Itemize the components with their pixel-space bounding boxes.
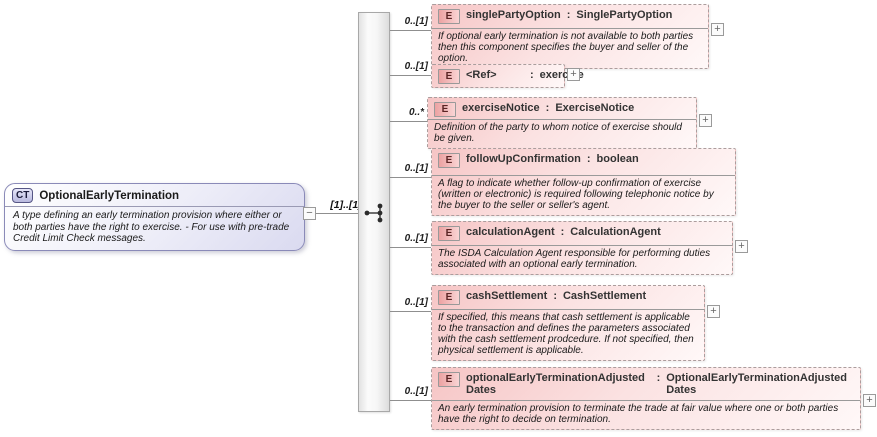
element-header: E calculationAgent : CalculationAgent — [432, 222, 732, 241]
element-box-optionalEarlyTerminationAdjustedDates[interactable]: E optionalEarlyTerminationAdjustedDates … — [431, 367, 861, 430]
element-box-singlePartyOption[interactable]: E singlePartyOption : SinglePartyOption … — [431, 4, 709, 69]
cardinality-label: 0..[1] — [404, 297, 428, 308]
element-icon: E — [434, 102, 456, 117]
cardinality-label: 0..[1] — [404, 16, 428, 27]
cardinality-label: 0..[1] — [404, 386, 428, 397]
colon: : — [656, 372, 661, 384]
element-header: E <Ref> : exercise — [432, 65, 584, 87]
element-name: followUpConfirmation — [466, 153, 581, 165]
cardinality-label: 0..* — [408, 107, 424, 118]
complex-type-header: CT OptionalEarlyTermination — [5, 184, 304, 206]
divider — [432, 245, 732, 246]
colon: : — [530, 69, 534, 81]
element-icon: E — [438, 153, 460, 168]
root-cardinality-label: [1]..[1] — [330, 199, 362, 211]
complex-type-description: A type defining an early termination pro… — [13, 210, 290, 244]
complex-type-title: OptionalEarlyTermination — [39, 189, 180, 202]
sequence-icon[interactable] — [361, 202, 388, 224]
cardinality-label: 0..[1] — [404, 233, 428, 244]
colon: : — [553, 290, 557, 302]
divider — [432, 309, 704, 310]
element-description: A flag to indicate whether follow-up con… — [438, 178, 714, 211]
connector-line — [390, 311, 431, 312]
cardinality-label: 0..[1] — [404, 163, 428, 174]
element-name: cashSettlement — [466, 290, 548, 302]
connector-line — [316, 213, 358, 214]
element-type: ExerciseNotice — [555, 102, 635, 114]
element-header: E exerciseNotice : ExerciseNotice — [428, 98, 696, 117]
element-icon: E — [438, 69, 460, 84]
element-description: If specified, this means that cash settl… — [438, 312, 694, 356]
element-icon: E — [438, 372, 460, 387]
connector-line — [390, 247, 431, 248]
colon: : — [545, 102, 550, 114]
element-icon: E — [438, 9, 460, 24]
element-header: E followUpConfirmation : boolean — [432, 149, 735, 168]
sequence-bar — [358, 12, 390, 412]
expand-icon[interactable]: + — [707, 305, 720, 318]
element-box-exercise-ref[interactable]: E <Ref> : exercise — [431, 64, 584, 88]
colon: : — [586, 153, 591, 165]
colon: : — [560, 226, 565, 238]
expand-icon[interactable]: + — [711, 23, 724, 36]
element-box-followUpConfirmation[interactable]: E followUpConfirmation : boolean A flag … — [431, 148, 736, 216]
divider — [432, 400, 860, 401]
element-name: optionalEarlyTerminationAdjustedDates — [466, 372, 645, 396]
element-box-calculationAgent[interactable]: E calculationAgent : CalculationAgent Th… — [431, 221, 733, 275]
element-type: CashSettlement — [562, 290, 647, 302]
connector-line — [390, 30, 431, 31]
element-header: E cashSettlement : CashSettlement — [432, 286, 704, 305]
element-name: singlePartyOption — [466, 9, 561, 21]
element-box-exerciseNotice[interactable]: E exerciseNotice : ExerciseNotice Defini… — [427, 97, 697, 149]
element-name: calculationAgent — [466, 226, 555, 238]
element-type: CalculationAgent — [570, 226, 661, 238]
element-type: OptionalEarlyTerminationAdjustedDates — [666, 372, 847, 396]
divider — [432, 175, 735, 176]
element-icon: E — [438, 226, 460, 241]
expand-icon[interactable]: + — [735, 240, 748, 253]
element-header: E optionalEarlyTerminationAdjustedDates … — [432, 368, 860, 396]
element-box-cashSettlement[interactable]: E cashSettlement : CashSettlement If spe… — [431, 285, 705, 361]
expand-icon[interactable]: + — [567, 68, 580, 81]
element-description: If optional early termination is not ava… — [438, 31, 694, 64]
divider — [428, 119, 696, 120]
connector-line — [390, 121, 427, 122]
element-name: <Ref> — [466, 69, 497, 81]
expand-icon[interactable]: + — [699, 114, 712, 127]
element-icon: E — [438, 290, 460, 305]
element-description: An early termination provision to termin… — [438, 403, 839, 425]
divider — [5, 206, 304, 207]
expand-icon[interactable]: + — [863, 394, 876, 407]
cardinality-label: 0..[1] — [404, 61, 428, 72]
element-type: boolean — [596, 153, 639, 165]
connector-line — [390, 75, 431, 76]
element-description: Definition of the party to whom notice o… — [434, 122, 682, 144]
element-description: The ISDA Calculation Agent responsible f… — [438, 248, 711, 270]
divider — [432, 28, 708, 29]
connector-line — [390, 177, 431, 178]
connector-line — [390, 400, 431, 401]
collapse-icon[interactable]: − — [303, 207, 316, 220]
element-name: exerciseNotice — [462, 102, 540, 114]
element-header: E singlePartyOption : SinglePartyOption — [432, 5, 708, 24]
complex-type-box[interactable]: CT OptionalEarlyTermination A type defin… — [4, 183, 305, 251]
colon: : — [566, 9, 571, 21]
complex-type-icon: CT — [12, 188, 34, 203]
element-type: SinglePartyOption — [576, 9, 673, 21]
